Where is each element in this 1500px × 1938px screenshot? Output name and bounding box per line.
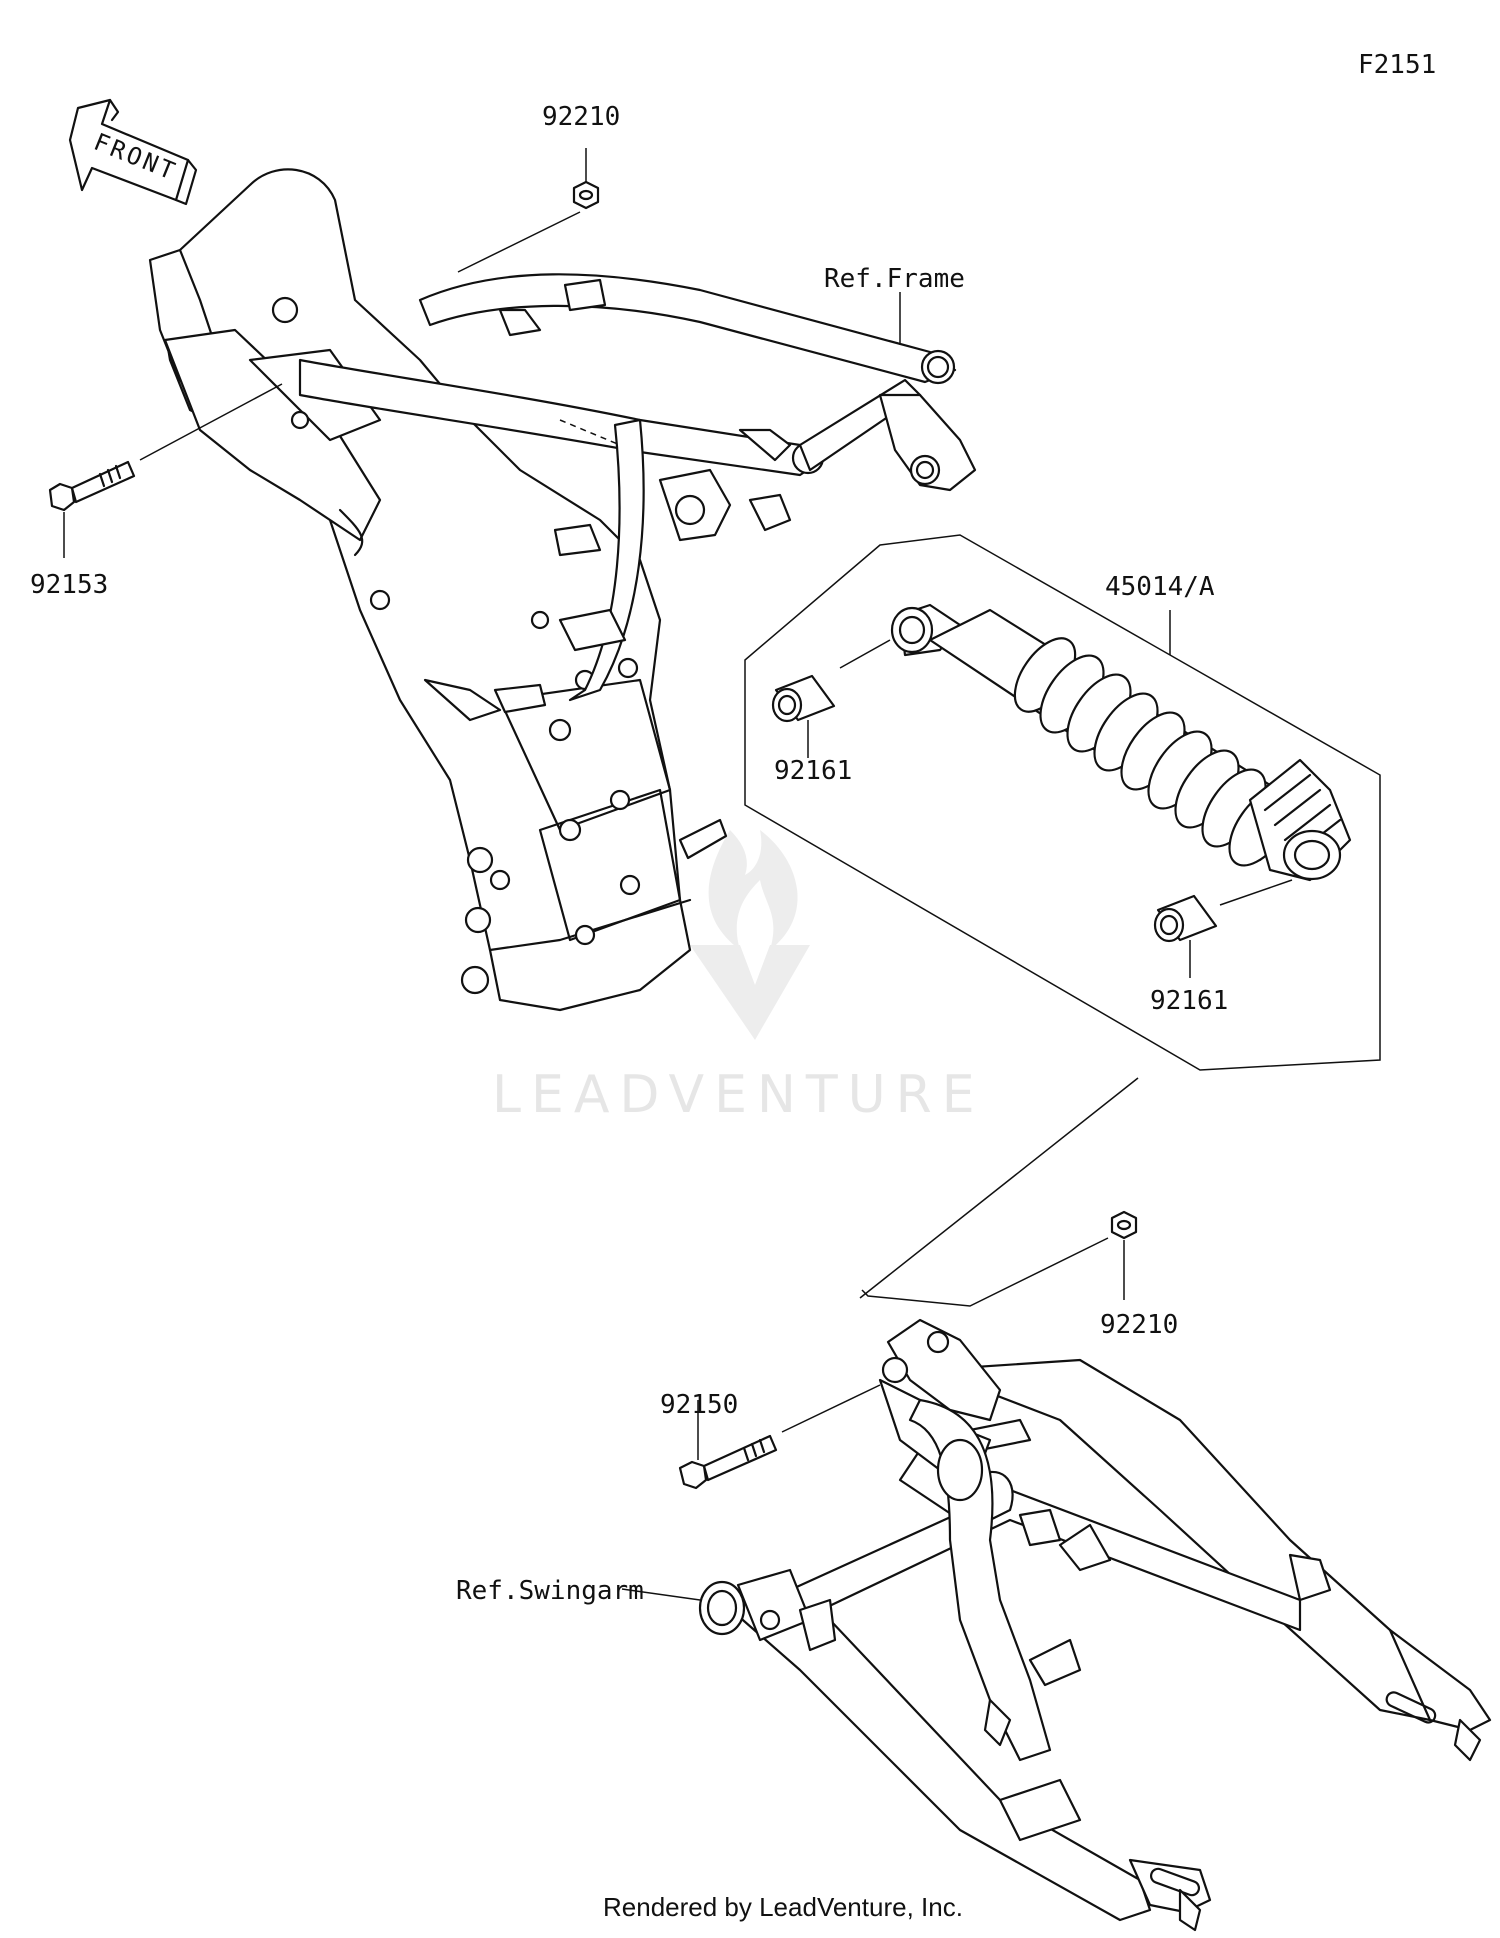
flange-nut-92210-upper xyxy=(457,148,600,273)
front-arrow-icon xyxy=(68,98,198,206)
bolt-92150 xyxy=(678,1384,881,1490)
shock-absorber-45014 xyxy=(744,534,1381,1071)
part-label-92210-lower: 92210 xyxy=(1100,1310,1179,1340)
footer-credit: Rendered by LeadVenture, Inc. xyxy=(603,1892,963,1922)
part-label-92150: 92150 xyxy=(660,1390,739,1420)
frame-assembly xyxy=(148,168,977,1012)
part-label-92161-upper: 92161 xyxy=(774,756,853,786)
figure-id: F2151 xyxy=(1358,50,1437,80)
ref-swingarm-leader xyxy=(621,1588,701,1601)
part-label-45014a: 45014/A xyxy=(1105,572,1215,602)
part-label-92153: 92153 xyxy=(30,570,109,600)
watermark-text: LEADVENTURE xyxy=(492,1065,985,1125)
part-label-92161-lower: 92161 xyxy=(1150,986,1229,1016)
flange-nut-92210-lower xyxy=(861,1210,1138,1307)
collar-92161-lower xyxy=(1153,894,1218,978)
watermark-logo xyxy=(690,830,810,1040)
swingarm-assembly xyxy=(698,1318,1492,1932)
ref-frame-label: Ref.Frame xyxy=(824,264,965,294)
collar-92161-upper xyxy=(771,674,836,758)
part-label-92210-upper: 92210 xyxy=(542,102,621,132)
ref-swingarm-label: Ref.Swingarm xyxy=(456,1576,644,1606)
bolt-92153 xyxy=(48,383,283,558)
shock-to-swingarm-leader xyxy=(859,1077,1139,1299)
